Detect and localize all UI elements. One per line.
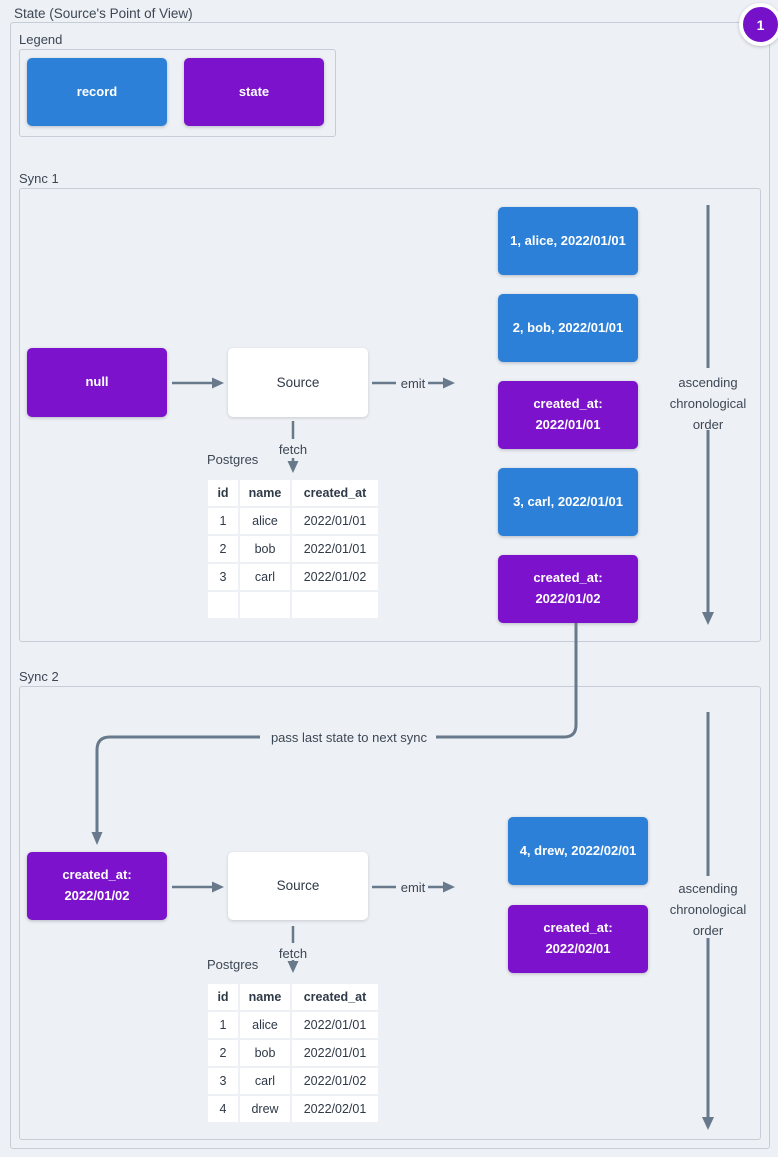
table-row [208, 592, 378, 618]
stream-message-text: 4, drew, 2022/02/01 [519, 842, 637, 858]
cell-created-at: 2022/01/01 [292, 536, 378, 562]
cell-name: bob [240, 1040, 290, 1066]
sync2-postgres-table: id name created_at 1 alice 2022/01/01 2 … [206, 982, 380, 1124]
table-row: 1 alice 2022/01/01 [208, 1012, 378, 1038]
stream-message-text: 1, alice, 2022/01/01 [510, 232, 626, 248]
cell-name [240, 592, 290, 618]
sync2-emit-label: emit [400, 880, 426, 895]
column-header-name: name [240, 984, 290, 1010]
table-row: 2 bob 2022/01/01 [208, 536, 378, 562]
cell-created-at: 2022/01/01 [292, 1012, 378, 1038]
stream-message-box: 2, bob, 2022/01/01 [498, 294, 638, 362]
cell-id: 1 [208, 508, 238, 534]
stream-message-box: created_at: 2022/01/01 [498, 381, 638, 449]
sync2-source-node: Source [228, 852, 368, 920]
sync2-label: Sync 2 [19, 669, 59, 684]
legend-label: Legend [19, 32, 63, 47]
cell-created-at: 2022/01/02 [292, 1068, 378, 1094]
cell-name: bob [240, 536, 290, 562]
stream-message-text: 3, carl, 2022/01/01 [513, 493, 623, 509]
column-header-created-at: created_at [292, 984, 378, 1010]
cell-name: alice [240, 508, 290, 534]
table-row: 1 alice 2022/01/01 [208, 508, 378, 534]
legend-box [19, 49, 336, 137]
sync1-postgres-table: id name created_at 1 alice 2022/01/01 2 … [206, 478, 380, 620]
legend-record-swatch: record [27, 58, 167, 126]
cell-created-at: 2022/02/01 [292, 1096, 378, 1122]
sync1-label: Sync 1 [19, 171, 59, 186]
sync1-source-node: Source [228, 348, 368, 417]
step-badge: 1 [739, 3, 778, 46]
table-row: 3 carl 2022/01/02 [208, 1068, 378, 1094]
legend-state-swatch: state [184, 58, 324, 126]
cell-created-at: 2022/01/02 [292, 564, 378, 590]
sync2-database-label: Postgres [207, 957, 259, 972]
cell-id: 4 [208, 1096, 238, 1122]
stream-message-box: 4, drew, 2022/02/01 [508, 817, 648, 885]
stream-message-text: created_at: 2022/01/01 [533, 396, 603, 432]
cell-id: 3 [208, 564, 238, 590]
cell-created-at [292, 592, 378, 618]
table-row: 3 carl 2022/01/02 [208, 564, 378, 590]
column-header-name: name [240, 480, 290, 506]
stream-message-box: created_at: 2022/01/02 [498, 555, 638, 623]
stream-message-text: created_at: 2022/02/01 [543, 920, 613, 956]
cell-id [208, 592, 238, 618]
sync1-database-label: Postgres [207, 452, 259, 467]
pass-state-label: pass last state to next sync [270, 730, 428, 745]
sync1-emitted-stream: 1, alice, 2022/01/01 2, bob, 2022/01/01 … [498, 207, 638, 623]
stream-message-box: created_at: 2022/02/01 [508, 905, 648, 973]
table-row: 4 drew 2022/02/01 [208, 1096, 378, 1122]
cell-id: 3 [208, 1068, 238, 1094]
table-header-row: id name created_at [208, 984, 378, 1010]
cell-id: 2 [208, 536, 238, 562]
sync2-order-note: ascending chronological order [669, 881, 747, 938]
stream-message-box: 3, carl, 2022/01/01 [498, 468, 638, 536]
sync1-emit-label: emit [400, 376, 426, 391]
sync1-box [19, 188, 761, 642]
stream-message-text: created_at: 2022/01/02 [533, 570, 603, 606]
sync1-fetch-label: fetch [278, 442, 308, 457]
outer-border [10, 22, 770, 1149]
cell-name: carl [240, 1068, 290, 1094]
cell-created-at: 2022/01/01 [292, 508, 378, 534]
column-header-id: id [208, 480, 238, 506]
sync2-input-state: created_at: 2022/01/02 [27, 852, 167, 920]
page-title: State (Source's Point of View) [14, 6, 193, 21]
sync2-emitted-stream: 4, drew, 2022/02/01 created_at: 2022/02/… [508, 817, 648, 973]
cell-created-at: 2022/01/01 [292, 1040, 378, 1066]
sync2-box [19, 686, 761, 1140]
column-header-created-at: created_at [292, 480, 378, 506]
stream-message-box: 1, alice, 2022/01/01 [498, 207, 638, 275]
stream-message-text: 2, bob, 2022/01/01 [512, 319, 624, 335]
sync1-order-note: ascending chronological order [669, 375, 747, 432]
cell-id: 2 [208, 1040, 238, 1066]
cell-name: drew [240, 1096, 290, 1122]
sync2-fetch-label: fetch [278, 946, 308, 961]
table-header-row: id name created_at [208, 480, 378, 506]
cell-name: carl [240, 564, 290, 590]
column-header-id: id [208, 984, 238, 1010]
cell-name: alice [240, 1012, 290, 1038]
sync1-input-state: null [27, 348, 167, 417]
table-row: 2 bob 2022/01/01 [208, 1040, 378, 1066]
cell-id: 1 [208, 1012, 238, 1038]
